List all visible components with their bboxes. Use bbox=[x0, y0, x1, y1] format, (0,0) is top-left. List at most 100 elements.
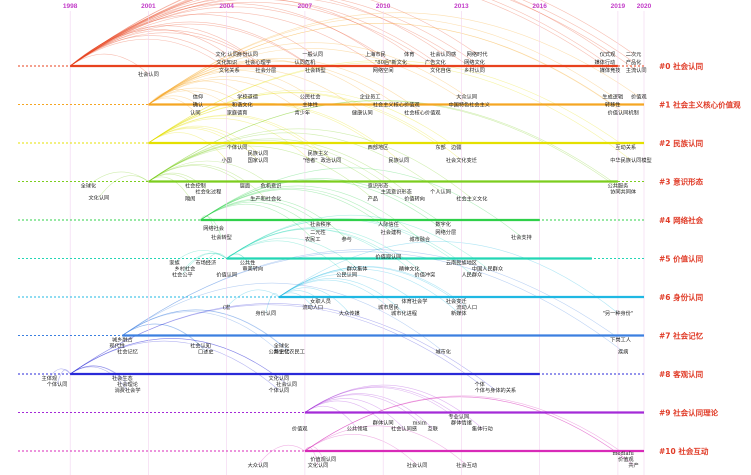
citation-arc bbox=[69, 0, 444, 67]
keyword-label: 流动人口 bbox=[302, 303, 323, 311]
citation-arc bbox=[226, 253, 248, 263]
keyword-label: 确认 bbox=[193, 101, 204, 109]
keyword-label: 城市化 bbox=[435, 348, 451, 356]
keyword-label: 西部地区 bbox=[368, 143, 389, 151]
keyword-label: 生产和社会化 bbox=[250, 195, 281, 203]
keyword-label: 民族认同 bbox=[388, 156, 409, 164]
keyword-label: 下岗工人 bbox=[610, 337, 631, 344]
citation-arc bbox=[148, 118, 311, 161]
cluster-label: #4 网络社会 bbox=[659, 215, 704, 225]
citation-arc bbox=[148, 42, 467, 105]
keyword-label: 社会秩序 bbox=[310, 220, 331, 228]
citation-arc bbox=[182, 253, 227, 275]
citation-arc bbox=[69, 0, 478, 67]
citation-arc bbox=[148, 60, 397, 105]
citation-arc bbox=[184, 252, 227, 269]
citation-arc bbox=[69, 29, 259, 67]
keyword-label: 女职人员 bbox=[310, 297, 331, 305]
keyword-label: 人民群众 bbox=[461, 271, 482, 279]
keyword-label: 网络空间 bbox=[373, 66, 394, 74]
citation-arc bbox=[304, 447, 319, 466]
citation-arc bbox=[69, 25, 248, 67]
citation-arc bbox=[200, 185, 420, 240]
keyword-label: 政治认同 bbox=[321, 156, 342, 164]
keyword-label: 产品 bbox=[368, 195, 378, 203]
citation-arc bbox=[69, 0, 637, 71]
citation-arc bbox=[69, 23, 316, 71]
keyword-label: 产品化 bbox=[626, 58, 642, 66]
keyword-label: 大众传媒 bbox=[339, 309, 361, 317]
citation-arc bbox=[148, 58, 423, 113]
keyword-label: 二元性 bbox=[310, 228, 326, 236]
keyword-label: 全球化 bbox=[274, 342, 290, 350]
citation-arc bbox=[257, 444, 306, 466]
year-tick-label: 2019 bbox=[611, 3, 626, 10]
keyword-label: 青少年 bbox=[295, 109, 311, 117]
keyword-label: mediafu bbox=[612, 451, 634, 457]
keyword-label: 社会生态 bbox=[112, 374, 133, 382]
citation-arc bbox=[69, 304, 480, 385]
citation-arc bbox=[278, 268, 460, 314]
keyword-label: 意识形态 bbox=[368, 182, 389, 190]
citation-arc bbox=[226, 240, 347, 275]
citation-arc bbox=[148, 97, 196, 113]
citation-arc bbox=[226, 228, 410, 269]
keyword-label: 社会认同感 bbox=[430, 50, 456, 58]
citation-arc bbox=[69, 0, 611, 71]
keyword-label: 公民社会 bbox=[300, 93, 321, 101]
keyword-label: 公共性 bbox=[240, 259, 256, 267]
citation-arc bbox=[174, 250, 227, 263]
citation-arc bbox=[200, 199, 321, 225]
citation-arc bbox=[122, 323, 201, 346]
cluster-label: #8 客观认同 bbox=[659, 369, 704, 379]
year-tick-label: 2004 bbox=[219, 3, 234, 10]
keyword-label: 身份认同 bbox=[237, 50, 258, 58]
year-tick-label: 2007 bbox=[298, 3, 313, 10]
cluster-label: #5 价值认同 bbox=[659, 254, 704, 264]
year-tick-label: 2020 bbox=[637, 3, 652, 10]
citation-arc bbox=[148, 114, 332, 161]
citation-arc bbox=[69, 0, 634, 67]
keyword-label: 危机意识 bbox=[261, 182, 282, 190]
keyword-label: 家庭德育 bbox=[227, 109, 248, 117]
citation-arc bbox=[148, 60, 626, 148]
year-tick-label: 1998 bbox=[63, 3, 78, 10]
citation-arc bbox=[226, 215, 488, 269]
cluster-lanes bbox=[18, 64, 644, 453]
keyword-label: 口述史 bbox=[198, 348, 214, 356]
keyword-label: (宏 bbox=[223, 303, 230, 311]
citation-arc bbox=[88, 171, 149, 186]
keyword-label: 企业员工 bbox=[360, 93, 381, 101]
keyword-label: 价值认同机制 bbox=[608, 109, 639, 117]
keyword-label: 仪式观 bbox=[600, 50, 616, 58]
citation-arc bbox=[148, 128, 473, 199]
cluster-label: #7 社会记忆 bbox=[659, 331, 704, 341]
keyword-label: 大众认同 bbox=[456, 93, 477, 101]
citation-arc bbox=[122, 251, 624, 352]
keyword-label: 群体认同 bbox=[373, 419, 394, 427]
keyword-label: 公民认同 bbox=[336, 271, 357, 279]
citation-arc bbox=[69, 366, 128, 391]
citation-arc bbox=[304, 398, 405, 429]
cluster-label: #6 身份认同 bbox=[659, 292, 704, 302]
citation-arc bbox=[69, 14, 313, 67]
citation-arc bbox=[56, 369, 71, 385]
citation-arc bbox=[226, 289, 280, 308]
citation-arc bbox=[69, 340, 280, 391]
keyword-label: msim bbox=[413, 421, 427, 427]
citation-arc bbox=[69, 53, 149, 75]
citation-arc bbox=[304, 396, 634, 466]
citation-arc bbox=[148, 127, 259, 161]
cluster-label: #9 社会认同理论 bbox=[659, 408, 719, 418]
keyword-label: 主流认同 bbox=[626, 66, 647, 74]
citation-arc bbox=[69, 0, 475, 71]
keyword-label: 大众认同 bbox=[248, 461, 269, 469]
citation-arc bbox=[278, 266, 467, 308]
keyword-label: 社会主义核心价值观 bbox=[373, 101, 421, 109]
citation-arc bbox=[148, 128, 238, 148]
year-tick-label: 2016 bbox=[532, 3, 547, 10]
citation-arc bbox=[148, 160, 272, 186]
citation-arc bbox=[69, 32, 266, 71]
citation-arc bbox=[148, 140, 397, 192]
